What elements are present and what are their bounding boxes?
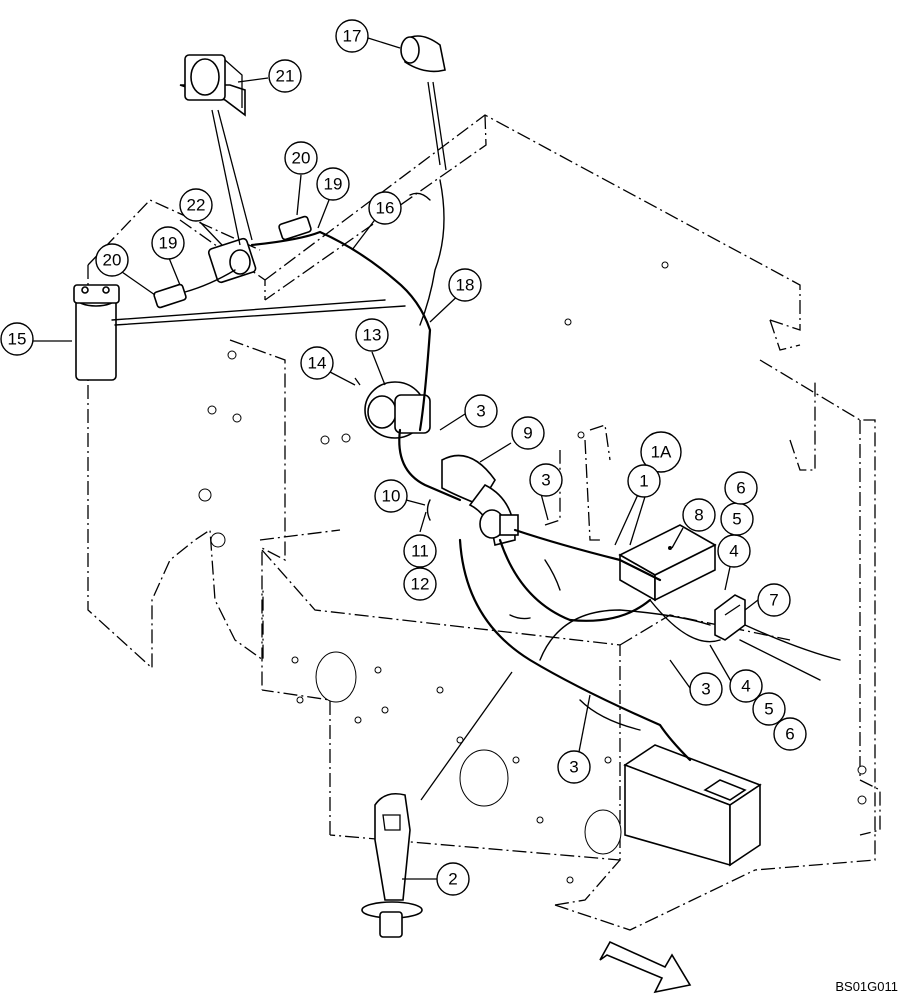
callout-label: 16 <box>376 199 395 218</box>
drawing-code: BS01G011 <box>835 979 898 994</box>
callout-label: 14 <box>308 354 327 373</box>
filter-part <box>73 284 120 381</box>
machine-frame <box>87 114 881 931</box>
callouts: 1A 1 2 3 3 3 3 4 4 5 5 6 6 7 8 9 10 11 1… <box>0 19 807 896</box>
callout-label: 2 <box>448 870 457 889</box>
callout-label: 6 <box>785 725 794 744</box>
battery-part <box>623 744 762 867</box>
callout-label: 3 <box>476 402 485 421</box>
callout-label: 19 <box>324 175 343 194</box>
callout-label: 7 <box>769 591 778 610</box>
callout-label: 10 <box>382 487 401 506</box>
work-lamp-part <box>207 237 257 284</box>
joystick-handle-part <box>361 792 423 938</box>
backup-alarm-part <box>179 54 246 117</box>
callout-label: 3 <box>701 680 710 699</box>
callout-label: 3 <box>541 471 550 490</box>
callout-label: 6 <box>736 479 745 498</box>
callout-label: 20 <box>103 251 122 270</box>
callout-label: 11 <box>411 542 429 561</box>
horn-part <box>400 35 446 73</box>
wiring-harness <box>111 179 841 762</box>
callout-label: 4 <box>729 542 738 561</box>
ignition-part <box>479 509 519 539</box>
callout-label: 21 <box>276 67 295 86</box>
callout-label: 1 <box>639 472 648 491</box>
callout-label: 15 <box>8 330 27 349</box>
callout-label: 13 <box>363 326 382 345</box>
callout-label: 8 <box>694 506 703 525</box>
rear-lamp-part <box>153 215 312 309</box>
callout-label: 5 <box>732 510 741 529</box>
callout-label: 17 <box>343 27 362 46</box>
relay-part <box>714 594 746 641</box>
alternator-part <box>354 377 431 439</box>
callout-label: 5 <box>764 700 773 719</box>
direction-arrow <box>599 940 692 994</box>
callout-label: 12 <box>411 575 430 594</box>
callout-label: 19 <box>159 234 178 253</box>
callout-label: 4 <box>741 677 750 696</box>
callout-label: 20 <box>292 149 311 168</box>
callout-label: 22 <box>187 196 206 215</box>
callout-label: 3 <box>569 758 578 777</box>
callout-label: 1A <box>651 443 672 462</box>
fuse-panel-part <box>618 524 717 602</box>
callout-label: 9 <box>523 424 532 443</box>
callout-label: 18 <box>456 276 475 295</box>
